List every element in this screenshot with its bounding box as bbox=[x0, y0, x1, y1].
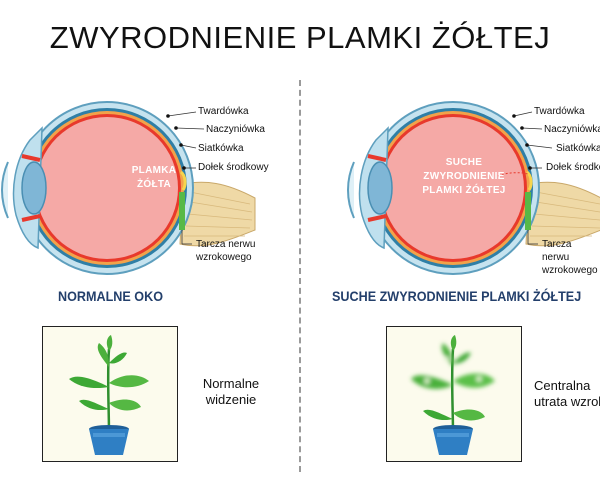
panel-divider bbox=[299, 80, 301, 472]
vitreous-body-amd bbox=[382, 117, 524, 259]
label-optic-nerve-line1: Tarcza nerwu bbox=[196, 239, 256, 250]
label-choroid: Naczyniówka bbox=[206, 124, 265, 135]
label-sclera: Twardówka bbox=[198, 106, 249, 117]
amd-inside-line3: PLAMKI ŻÓŁTEJ bbox=[422, 185, 506, 196]
amd-eye-panel: Twardówka Naczyniówka Siatkówka Dołek śr… bbox=[302, 0, 600, 480]
optic-nerve-shape bbox=[179, 181, 256, 247]
label-sclera-amd: Twardówka bbox=[534, 106, 585, 117]
normal-vision-box bbox=[42, 326, 178, 462]
pot-body bbox=[89, 429, 129, 455]
normal-eye-illustration bbox=[1, 101, 256, 275]
normal-vision-line1: Normalne bbox=[202, 376, 260, 391]
lens-shape bbox=[21, 161, 47, 215]
amd-eye-illustration bbox=[347, 101, 600, 275]
optic-nerve-shape-amd bbox=[525, 181, 600, 247]
amd-vision-box bbox=[386, 326, 522, 462]
optic-disc bbox=[179, 192, 185, 230]
normal-vision-line2: widzenie bbox=[205, 392, 257, 407]
amd-vision-text: Centralna utrata wzroku bbox=[534, 378, 600, 410]
fovea-marker-amd bbox=[525, 170, 533, 191]
label-optic-nerve-amd-line2: wzrokowego bbox=[542, 265, 598, 276]
amd-caption: SUCHE ZWYRODNIENIE PLAMKI ŻÓŁTEJ bbox=[332, 288, 582, 304]
blurred-plant-illustration bbox=[411, 335, 495, 455]
label-choroid-amd: Naczyniówka bbox=[544, 124, 600, 135]
label-optic-nerve-line2: wzrokowego bbox=[196, 252, 252, 263]
label-optic-nerve: Tarcza nerwu wzrokowego bbox=[196, 238, 255, 264]
fovea-marker bbox=[179, 170, 187, 191]
normal-eye-caption: NORMALNE OKO bbox=[58, 288, 164, 304]
amd-vision-line2: utrata wzroku bbox=[534, 394, 600, 409]
macula-label-line1: PLAMKA bbox=[131, 165, 177, 176]
amd-vision-line1: Centralna bbox=[534, 378, 591, 393]
optic-disc-amd bbox=[525, 192, 531, 230]
label-fovea-amd: Dołek środkowy bbox=[546, 162, 600, 173]
blurred-center-region bbox=[411, 343, 495, 389]
normal-eye-panel: Twardówka Naczyniówka Siatkówka Dołek śr… bbox=[0, 0, 298, 480]
label-fovea: Dołek środkowy bbox=[198, 162, 269, 173]
normal-vision-text: Normalne widzenie bbox=[186, 376, 276, 408]
page-title: ZWYRODNIENIE PLAMKI ŻÓŁTEJ bbox=[49, 20, 551, 55]
amd-inside-line1: SUCHE bbox=[445, 157, 483, 168]
label-optic-nerve-amd-line1: Tarcza nerwu bbox=[542, 239, 572, 263]
healthy-plant-illustration bbox=[69, 335, 149, 455]
macula-label: PLAMKA ŻÓŁTA bbox=[124, 164, 184, 192]
macula-label-line2: ŻÓŁTA bbox=[136, 179, 172, 190]
label-retina-amd: Siatkówka bbox=[556, 143, 600, 154]
label-retina: Siatkówka bbox=[198, 143, 244, 154]
amd-inside-label: SUCHE ZWYRODNIENIE PLAMKI ŻÓŁTEJ bbox=[414, 156, 514, 198]
label-optic-nerve-amd: Tarcza nerwu wzrokowego bbox=[542, 238, 600, 277]
lens-shape-amd bbox=[367, 161, 393, 215]
amd-inside-line2: ZWYRODNIENIE bbox=[423, 171, 505, 182]
pot-body-amd bbox=[433, 429, 473, 455]
vitreous-body bbox=[36, 117, 178, 259]
